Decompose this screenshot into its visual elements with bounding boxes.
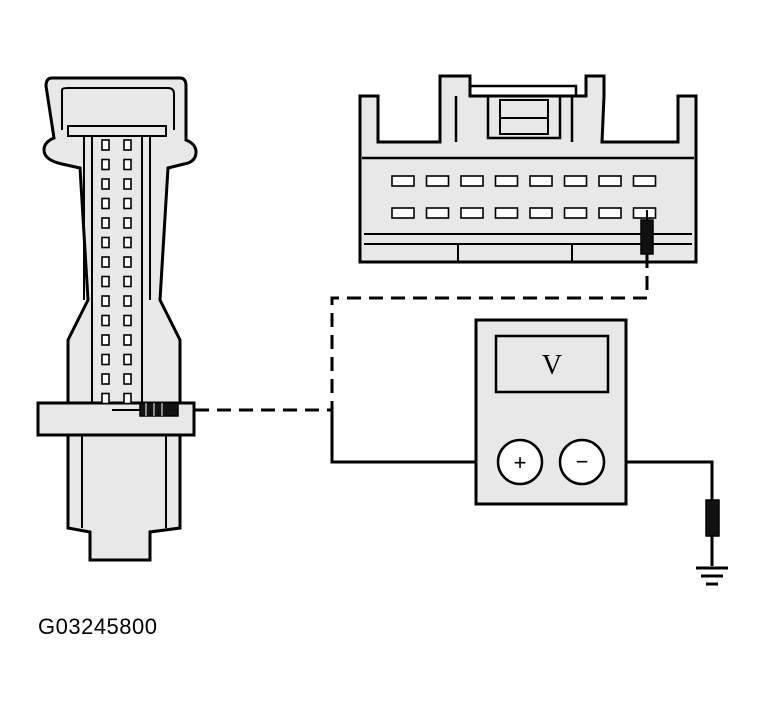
left-test-probe bbox=[112, 402, 179, 417]
pin-cavity bbox=[123, 217, 132, 229]
pin-cavity bbox=[101, 295, 110, 307]
voltmeter: V + − bbox=[474, 318, 628, 506]
lead-positive bbox=[330, 410, 498, 464]
pin-cavity bbox=[123, 373, 132, 385]
pin-cavity bbox=[494, 175, 519, 187]
pin-cavity bbox=[101, 139, 110, 151]
pin-cavity bbox=[391, 175, 415, 187]
test-probe-icon bbox=[705, 499, 720, 537]
pin-cavity bbox=[425, 207, 450, 219]
pin-cavity bbox=[101, 314, 110, 327]
pin-cavity bbox=[101, 256, 110, 268]
pin-cavity bbox=[123, 353, 132, 366]
dashed-lead-positive bbox=[194, 254, 649, 412]
pin-cavity bbox=[123, 334, 132, 346]
pin-cavity bbox=[101, 373, 110, 385]
pin-cavity bbox=[460, 175, 484, 187]
pin-cavity bbox=[101, 158, 110, 171]
pin-cavity bbox=[123, 178, 132, 190]
right-connector-lock bbox=[454, 84, 578, 142]
pin-cavity bbox=[101, 197, 110, 210]
pin-cavity bbox=[101, 236, 110, 249]
right-connector-base bbox=[364, 233, 692, 262]
pin-cavity bbox=[598, 207, 622, 219]
pin-cavity bbox=[632, 175, 657, 187]
pin-cavity bbox=[123, 158, 132, 171]
pin-cavity bbox=[563, 207, 588, 219]
voltmeter-display bbox=[494, 334, 610, 394]
test-probe-icon bbox=[139, 402, 179, 417]
pin-cavity bbox=[529, 207, 553, 219]
pin-cavity bbox=[598, 175, 622, 187]
pin-cavity bbox=[123, 236, 132, 249]
pin-cavity bbox=[123, 275, 132, 288]
pin-cavity bbox=[123, 197, 132, 210]
left-connector-body bbox=[66, 433, 182, 562]
pin-cavity bbox=[101, 275, 110, 288]
left-connector-pin-frame bbox=[83, 136, 151, 410]
voltmeter-display-symbol: V bbox=[542, 350, 562, 381]
figure-id-label: G03245800 bbox=[38, 614, 158, 639]
test-leads bbox=[194, 254, 714, 500]
positive-terminal bbox=[496, 438, 544, 486]
left-connector-pins bbox=[101, 139, 132, 405]
pin-cavity bbox=[529, 175, 553, 187]
positive-terminal-symbol: + bbox=[514, 450, 527, 475]
right-connector-pins bbox=[391, 175, 657, 219]
ground-probe bbox=[705, 499, 720, 566]
pin-cavity bbox=[101, 334, 110, 346]
negative-terminal-symbol: − bbox=[576, 449, 589, 474]
pin-cavity bbox=[563, 175, 588, 187]
pin-cavity bbox=[123, 139, 132, 151]
pin-cavity bbox=[494, 207, 519, 219]
pin-cavity bbox=[123, 256, 132, 268]
pin-cavity bbox=[425, 175, 450, 187]
left-connector bbox=[36, 76, 198, 562]
ground-icon bbox=[696, 566, 728, 586]
pin-cavity bbox=[460, 207, 484, 219]
pin-cavity bbox=[101, 178, 110, 190]
pin-cavity bbox=[391, 207, 415, 219]
pin-cavity bbox=[101, 217, 110, 229]
lead-negative bbox=[604, 460, 714, 500]
test-probe-icon bbox=[640, 219, 654, 255]
pin-cavity bbox=[123, 314, 132, 327]
right-connector-lock-inner bbox=[499, 99, 549, 135]
left-connector-ridge bbox=[61, 87, 175, 130]
negative-terminal bbox=[558, 438, 606, 486]
pin-cavity bbox=[101, 353, 110, 366]
pin-cavity bbox=[632, 207, 657, 219]
pin-cavity bbox=[101, 392, 110, 405]
left-connector-body-groove bbox=[81, 435, 167, 528]
pin-cavity bbox=[123, 295, 132, 307]
left-connector-latch bbox=[67, 125, 167, 137]
pin-cavity bbox=[123, 392, 132, 405]
